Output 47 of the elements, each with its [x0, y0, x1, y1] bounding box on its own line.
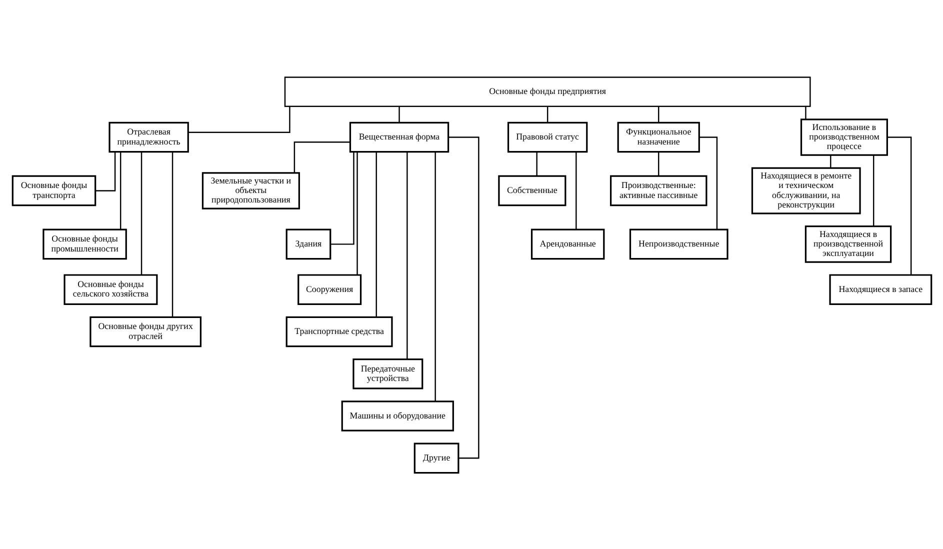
connector [119, 151, 121, 229]
connector [434, 151, 436, 401]
connector [658, 106, 659, 122]
connector [546, 106, 548, 122]
connector [94, 151, 116, 191]
connector [375, 151, 376, 316]
node-box: Отраслевая принадлежность [108, 121, 188, 152]
connector [171, 151, 173, 316]
node-box: Находящиеся в производственной эксплуатации [804, 225, 892, 262]
node-box: Сооружения [297, 274, 362, 304]
node-box: Основные фонды промышленности [42, 228, 126, 260]
node-box: Производственные: активные пассивные [609, 174, 707, 206]
node-box: Правовой статус [506, 121, 588, 152]
connector [406, 152, 408, 359]
connector [398, 106, 400, 122]
node-box: Арендованные [530, 228, 604, 260]
connector [886, 136, 912, 274]
connector [140, 151, 142, 274]
node-box: Передаточные устройства [352, 358, 423, 389]
connector [575, 151, 576, 229]
node-box: Использование в производственном процессе [800, 118, 888, 156]
connector [804, 106, 806, 119]
connector [830, 154, 831, 168]
node-box: Основные фонды транспорта [11, 174, 96, 206]
connector [188, 106, 290, 132]
connector [698, 136, 718, 230]
node-box: Транспортные средства [285, 316, 392, 347]
node-box: Машины и оборудование [340, 400, 454, 431]
connector [293, 140, 350, 172]
connector [356, 151, 358, 274]
node-box: Земельные участки и объекты природопользования [201, 172, 300, 209]
node-box: Основные фонды предприятия [284, 76, 810, 107]
connector [448, 136, 479, 458]
node-box: Другие [413, 442, 459, 474]
node-box: Здания [285, 228, 331, 260]
connector [658, 151, 659, 176]
node-box: Функциональное назначение [616, 121, 700, 152]
node-box: Основные фонды других отраслей [89, 316, 201, 347]
node-box: Непроизводственные [628, 228, 728, 260]
node-box: Находящиеся в ремонте и техническом обслуживании, на реконструкции [750, 166, 860, 214]
node-box: Находящиеся в запасе [828, 274, 932, 304]
node-box: Вещественная форма [348, 121, 449, 152]
connector [330, 151, 354, 244]
node-box: Собственные [498, 174, 566, 206]
connector [872, 154, 874, 226]
node-box: Основные фонды сельского хозяйства [63, 274, 158, 304]
connector [536, 151, 537, 176]
